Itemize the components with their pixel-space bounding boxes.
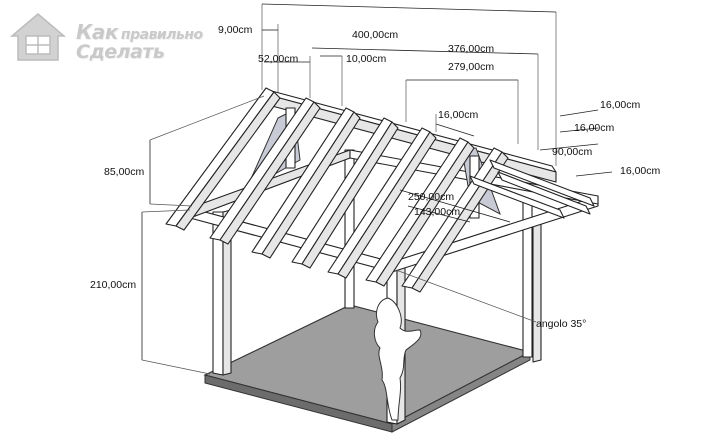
- dim-frame-length: 376,00cm: [448, 43, 494, 55]
- dim-beam-b: 16,00cm: [600, 99, 641, 111]
- floor-slab: [203, 304, 532, 433]
- dim-overhang: 9,00cm: [218, 24, 253, 36]
- dim-inner-width: 143,00cm: [414, 206, 460, 218]
- logo-line-2: Сделать: [76, 41, 165, 63]
- logo-word-small: правильно: [120, 27, 203, 43]
- dim-diagonal: 250,00cm: [408, 191, 454, 203]
- house-window-icon: [9, 13, 67, 61]
- dim-rafter-spacing: 52,00cm: [258, 53, 299, 65]
- rafters-back: [469, 159, 595, 219]
- dim-total-length: 400,00cm: [352, 29, 398, 41]
- dim-inner-length: 279,00cm: [448, 61, 494, 73]
- dim-rafter-width: 10,00cm: [346, 53, 387, 65]
- dim-roof-height: 85,00cm: [104, 166, 145, 178]
- dim-depth: 90,00cm: [552, 146, 593, 158]
- dim-angle: angolo 35°: [536, 318, 586, 330]
- dim-beam-c: 16,00cm: [574, 122, 615, 134]
- post-back-right: [532, 217, 542, 363]
- dimension-lines: [141, 3, 613, 375]
- person-figure: [373, 297, 422, 421]
- dimension-labels: 9,00cm 52,00cm 10,00cm 400,00cm 376,00cm…: [90, 24, 661, 330]
- dim-beam-d: 16,00cm: [620, 165, 661, 177]
- logo-word-main: Как: [76, 20, 118, 44]
- dim-beam-a: 16,00cm: [438, 109, 479, 121]
- rafters: [165, 87, 509, 293]
- dim-post-height: 210,00cm: [90, 279, 136, 291]
- rafter-back-1: [489, 159, 595, 207]
